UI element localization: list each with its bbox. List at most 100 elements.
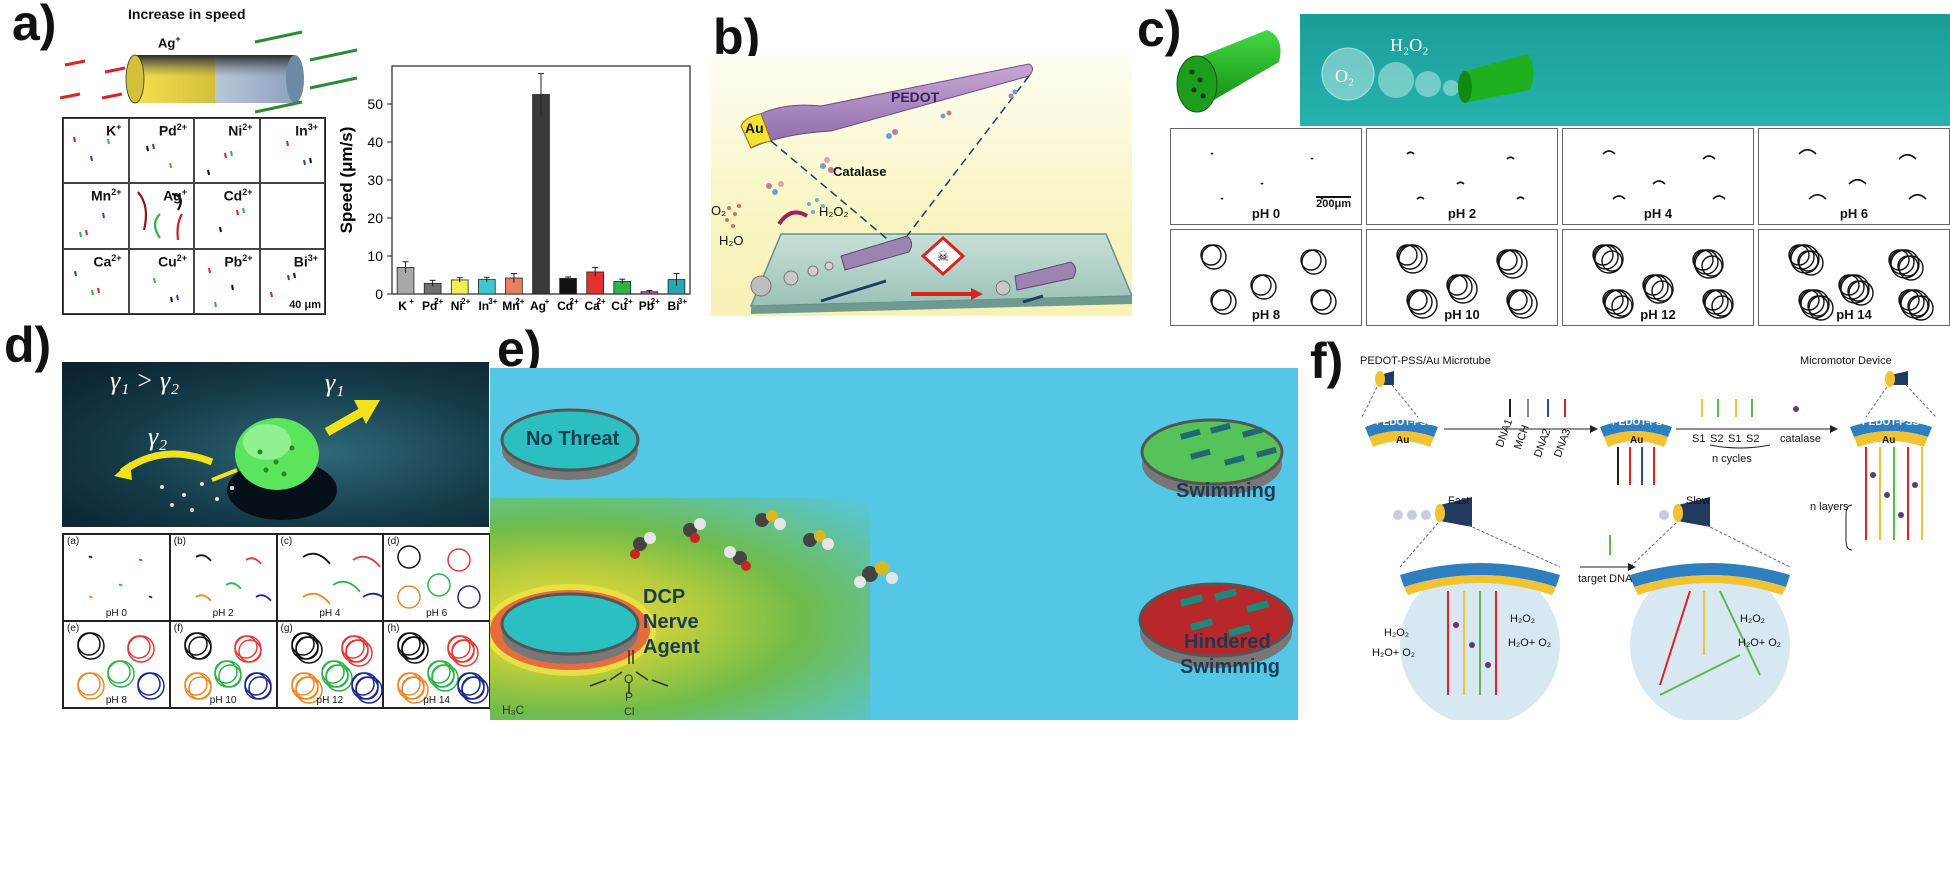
trajectory (97, 287, 100, 293)
microtube-back-end (286, 55, 304, 103)
trajectory (401, 636, 429, 664)
trajectory (1210, 152, 1214, 155)
trajectory (354, 676, 383, 704)
hindered-dish (1138, 582, 1294, 658)
trajectory (137, 672, 165, 700)
bubble-3 (807, 265, 819, 277)
ph-cell: (b)pH 2 (169, 534, 277, 621)
trajectory-plot (290, 632, 383, 704)
ph-cell: (a)pH 0 (63, 534, 170, 621)
trajectory (91, 289, 94, 295)
x-tick-charge: 2+ (515, 297, 524, 306)
bubble-1 (750, 275, 772, 297)
subpanel-tag: (c) (280, 536, 293, 547)
trajectory-plot (219, 208, 245, 233)
trajectory (188, 676, 212, 700)
trajectory (269, 291, 273, 297)
ion-charge: 2+ (111, 187, 122, 198)
ion-charge: 3+ (307, 252, 318, 263)
trajectory (171, 193, 182, 211)
trajectory (208, 267, 211, 273)
trajectory (294, 636, 323, 664)
ion-charge: 2+ (176, 252, 187, 263)
ph-label: pH 6 (1839, 206, 1869, 221)
ion-charge: 3+ (307, 122, 318, 132)
hindered-swimming-label: Swimming (1180, 656, 1281, 678)
trajectory-plot (184, 632, 272, 700)
f-pedot-pss-2: PEDOT-PSS (1612, 417, 1670, 428)
trajectory (151, 143, 155, 150)
x-tick-label: K (398, 299, 407, 313)
y-tick-label: 20 (367, 210, 383, 226)
trajectory (324, 664, 353, 692)
tracking-cell-label: Ni2+ (228, 122, 252, 139)
bar (532, 94, 550, 295)
subpanel-tag: (a) (67, 536, 80, 547)
trajectory (1789, 244, 1815, 270)
trajectory (118, 583, 123, 587)
trajectory (1320, 197, 1324, 200)
h2o2-scene (1300, 14, 1950, 126)
droplet-illustration (114, 400, 380, 520)
trajectory (1398, 244, 1428, 274)
h2o2-text: H₂O₂ (1390, 35, 1429, 55)
ion-label-text: Ag (158, 35, 176, 51)
trajectory (1497, 249, 1523, 275)
trajectory-plot (73, 136, 110, 162)
trajectory (1848, 178, 1867, 185)
swimming-label: Swimming (1176, 480, 1277, 502)
ion-label: Ag+ (158, 34, 181, 50)
f-cycle-s2-b: S2 (1746, 433, 1760, 445)
trajectory-plot (1592, 244, 1734, 319)
panel-b: ☠ PEDOT Au Catalase O₂ H₂O H₂O₂ (711, 56, 1134, 316)
trajectory (1694, 249, 1724, 279)
nerve-label: Nerve (643, 611, 699, 633)
trajectory (1898, 153, 1917, 160)
trajectory (397, 545, 421, 569)
y-tick-label: 30 (367, 172, 383, 188)
x-tick-label: In (478, 299, 489, 313)
au-label: Au (745, 120, 764, 136)
ion-symbol: K (106, 122, 117, 139)
trajectory (207, 169, 210, 176)
panel-b-illustration: ☠ (725, 63, 1134, 314)
x-tick-charge: 2+ (461, 297, 470, 306)
tracking-cell: Ca2+ (63, 248, 129, 314)
x-tick-charge: 2+ (597, 297, 606, 306)
ph-grid-d: (a)pH 0(b)pH 2(c)pH 4(d)pH 6(e)pH 8(f)pH… (62, 533, 491, 709)
trajectory (1701, 255, 1723, 277)
trajectory (218, 664, 242, 688)
trajectory (153, 213, 161, 239)
trajectory (88, 555, 93, 559)
trajectory (1908, 295, 1934, 321)
trajectory (1808, 295, 1834, 321)
x-tick-charge: 2+ (434, 297, 443, 306)
trajectory (195, 594, 212, 602)
trajectory (1712, 195, 1726, 200)
trajectory (1397, 244, 1423, 270)
trajectory (401, 676, 429, 704)
f-fast: Fast (1448, 495, 1470, 507)
ph-label: pH 8 (1251, 307, 1281, 322)
trajectory (1456, 181, 1465, 185)
trajectory-plot (1406, 151, 1525, 200)
arrow-green-1 (254, 30, 303, 44)
x-tick-charge: 3+ (678, 297, 687, 306)
subpanel-tag: (b) (173, 536, 186, 547)
panel-label-a: a) (12, 0, 57, 51)
trajectory (286, 274, 290, 280)
bubble-5 (995, 280, 1011, 296)
trajectory-plot (74, 270, 100, 295)
trajectory (214, 301, 217, 307)
h2o2-label: H₂O₂ (819, 204, 849, 219)
microtube-illustration (59, 30, 358, 114)
x-tick-charge: 2+ (651, 297, 660, 306)
f-h2o-o2-1: H₂O+ O₂ (1508, 637, 1552, 649)
trajectory (431, 664, 459, 692)
tracking-cell: K+ (63, 118, 129, 184)
ion-symbol: Pb (224, 253, 243, 270)
h2o-label: H₂O (719, 233, 744, 248)
f-pedot-pss-1: PEDOT-PSS (1376, 417, 1434, 428)
tracking-cell-label: In3+ (295, 122, 318, 139)
